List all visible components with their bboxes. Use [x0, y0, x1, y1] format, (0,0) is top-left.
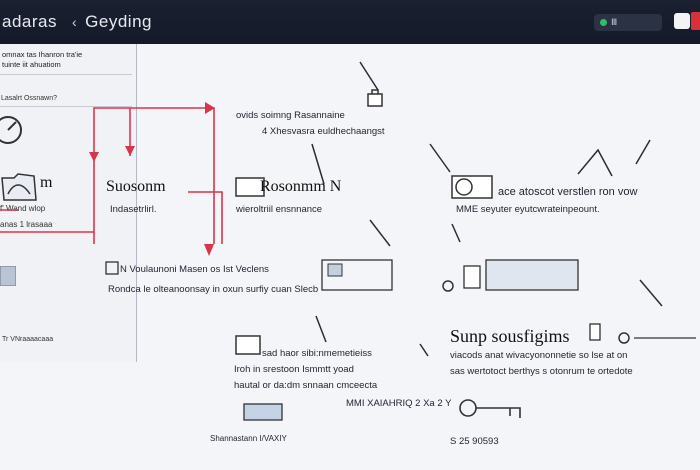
sidebar-footer: Tr VNraaaacaaa: [2, 336, 54, 343]
clock-icon: [0, 116, 22, 144]
tray-icon: [243, 403, 283, 421]
document-icon: [0, 266, 16, 286]
node-bl-line3: hautal or da:dm snnaan cmceecta: [234, 380, 378, 391]
slider-icon: [589, 323, 696, 344]
node-bl-line2: Iroh in srestoon Ismmtt yoad: [234, 364, 354, 375]
sidebar-header-line: tuinte iit ahuatiom: [2, 60, 61, 69]
avatar[interactable]: [674, 13, 690, 29]
sidebar-header: omnax tas Ihanron tra'ie tuinte iit ahua…: [0, 50, 134, 70]
node-mid-desc: wieroltriil ensnnance: [236, 204, 323, 215]
node-bl-caption: Shannastann I/VAXIY: [210, 434, 287, 443]
node-br-line2: sas wertotoct berthys s otonrum te orted…: [450, 366, 633, 377]
canvas: omnax tas Ihanron tra'ie tuinte iit ahua…: [0, 44, 700, 470]
sidebar-card-title: m: [40, 174, 53, 191]
window-icon: [235, 177, 265, 197]
archive-icon: [367, 89, 383, 107]
device-icon: [442, 259, 579, 292]
sidebar: omnax tas Ihanron tra'ie tuinte iit ahua…: [0, 44, 137, 362]
folder-icon: [1, 173, 37, 201]
node-right-label[interactable]: ace atoscot verstlen ron vow: [498, 186, 638, 198]
sidebar-divider: [0, 74, 132, 75]
node-wide-line2: Rondca le olteanoonsay in oxun surfiy cu…: [108, 284, 319, 295]
key-icon: [459, 399, 521, 418]
app-title: adaras: [2, 12, 57, 31]
top-node-desc: 4 Xhesvasra euldhechaangst: [262, 126, 385, 137]
cube-icon: [451, 175, 493, 199]
sidebar-divider: [0, 106, 132, 107]
notification-badge[interactable]: [691, 12, 700, 30]
sidebar-header-line: omnax tas Ihanron tra'ie: [2, 50, 83, 59]
status-label: Ⅲ: [611, 17, 618, 27]
sidebar-line[interactable]: f' Wand wlop: [0, 204, 46, 213]
back-chevron-icon[interactable]: ‹: [72, 14, 78, 30]
node-br-count: S 25 90593: [450, 436, 499, 447]
node-br-title[interactable]: Sunp sousfigims: [450, 326, 570, 346]
node-br-line1: viacods anat wivacyononnetie so lse at o…: [450, 350, 628, 361]
wide-node-frame: [105, 259, 393, 291]
section-header: ‹ Geyding: [72, 12, 152, 32]
top-node-label[interactable]: ovids soimng Rasannaine: [236, 110, 345, 121]
node-mid-title[interactable]: Rosonmm N: [260, 178, 342, 195]
top-bar: adaras ‹ Geyding Ⅲ: [0, 0, 700, 44]
status-dot-icon: [600, 19, 607, 26]
section-title: Geyding: [85, 12, 152, 31]
sidebar-line[interactable]: anas 1 lrasaaa: [0, 220, 53, 229]
node-left-desc: Indasetrlirl.: [110, 204, 157, 215]
node-wide-line1[interactable]: N Voulaunoni Masen os Ist Veclens: [120, 264, 269, 275]
node-bm-label[interactable]: MMI XAIAHRIQ 2 Xa 2 Y: [346, 398, 452, 409]
sidebar-crumb[interactable]: Lasalrt Ossnawn?: [1, 95, 58, 102]
flow-connectors: [0, 61, 663, 357]
node-right-desc: MME seyuter eyutcwrateinpeount.: [456, 204, 600, 215]
status-indicator[interactable]: Ⅲ: [594, 14, 662, 31]
node-left-title[interactable]: Suosonm: [106, 178, 166, 195]
node-bl-line1[interactable]: sad haor sibi:nmemetieiss: [262, 348, 372, 359]
card-icon: [235, 335, 261, 355]
